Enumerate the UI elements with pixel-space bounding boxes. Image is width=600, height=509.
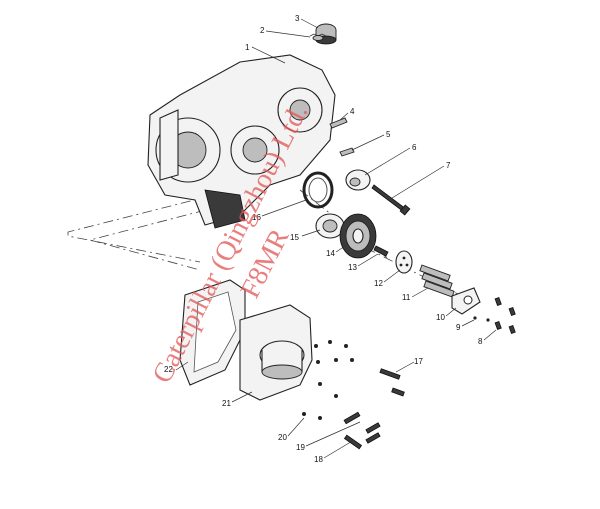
- callout-22: 22: [164, 365, 173, 374]
- spring: [309, 33, 327, 41]
- callout-10: 10: [436, 313, 445, 322]
- gasket: [179, 279, 246, 386]
- callout-5: 5: [386, 130, 391, 139]
- cover-plate: [239, 304, 313, 401]
- callout-6: 6: [412, 143, 417, 152]
- long-bolt: [371, 184, 411, 216]
- callout-15: 15: [290, 233, 299, 242]
- callout-2: 2: [260, 26, 265, 35]
- callout-20: 20: [278, 433, 287, 442]
- cap: [315, 23, 337, 45]
- gear-bolt: [373, 245, 389, 257]
- cover-bolts: [343, 368, 405, 450]
- small-bolts: [473, 296, 516, 334]
- callout-8: 8: [478, 337, 483, 346]
- dowel: [339, 147, 355, 157]
- callout-19: 19: [296, 443, 305, 452]
- gear: [339, 213, 377, 259]
- callout-7: 7: [446, 161, 451, 170]
- small-cover: [451, 287, 481, 315]
- shaft-pack: [419, 264, 455, 298]
- callout-14: 14: [326, 249, 335, 258]
- fitting: [345, 169, 371, 191]
- callout-17: 17: [414, 357, 423, 366]
- leader-lines: [175, 18, 497, 459]
- callout-12: 12: [374, 279, 383, 288]
- callout-16: 16: [252, 213, 261, 222]
- callout-13: 13: [348, 263, 357, 272]
- callout-1: 1: [245, 43, 250, 52]
- callout-21: 21: [222, 399, 231, 408]
- flange: [395, 250, 413, 274]
- housing: [147, 54, 336, 229]
- callout-11: 11: [402, 293, 411, 302]
- seal-ring: [302, 171, 334, 209]
- callout-3: 3: [295, 14, 300, 23]
- callout-labels: 1 2 3 4 5 6 7 8 9 10 11 12 13 14 15 16 1…: [164, 14, 483, 464]
- hub: [315, 213, 345, 239]
- callout-9: 9: [456, 323, 461, 332]
- washers: [302, 340, 354, 420]
- callout-18: 18: [314, 455, 323, 464]
- callout-4: 4: [350, 107, 355, 116]
